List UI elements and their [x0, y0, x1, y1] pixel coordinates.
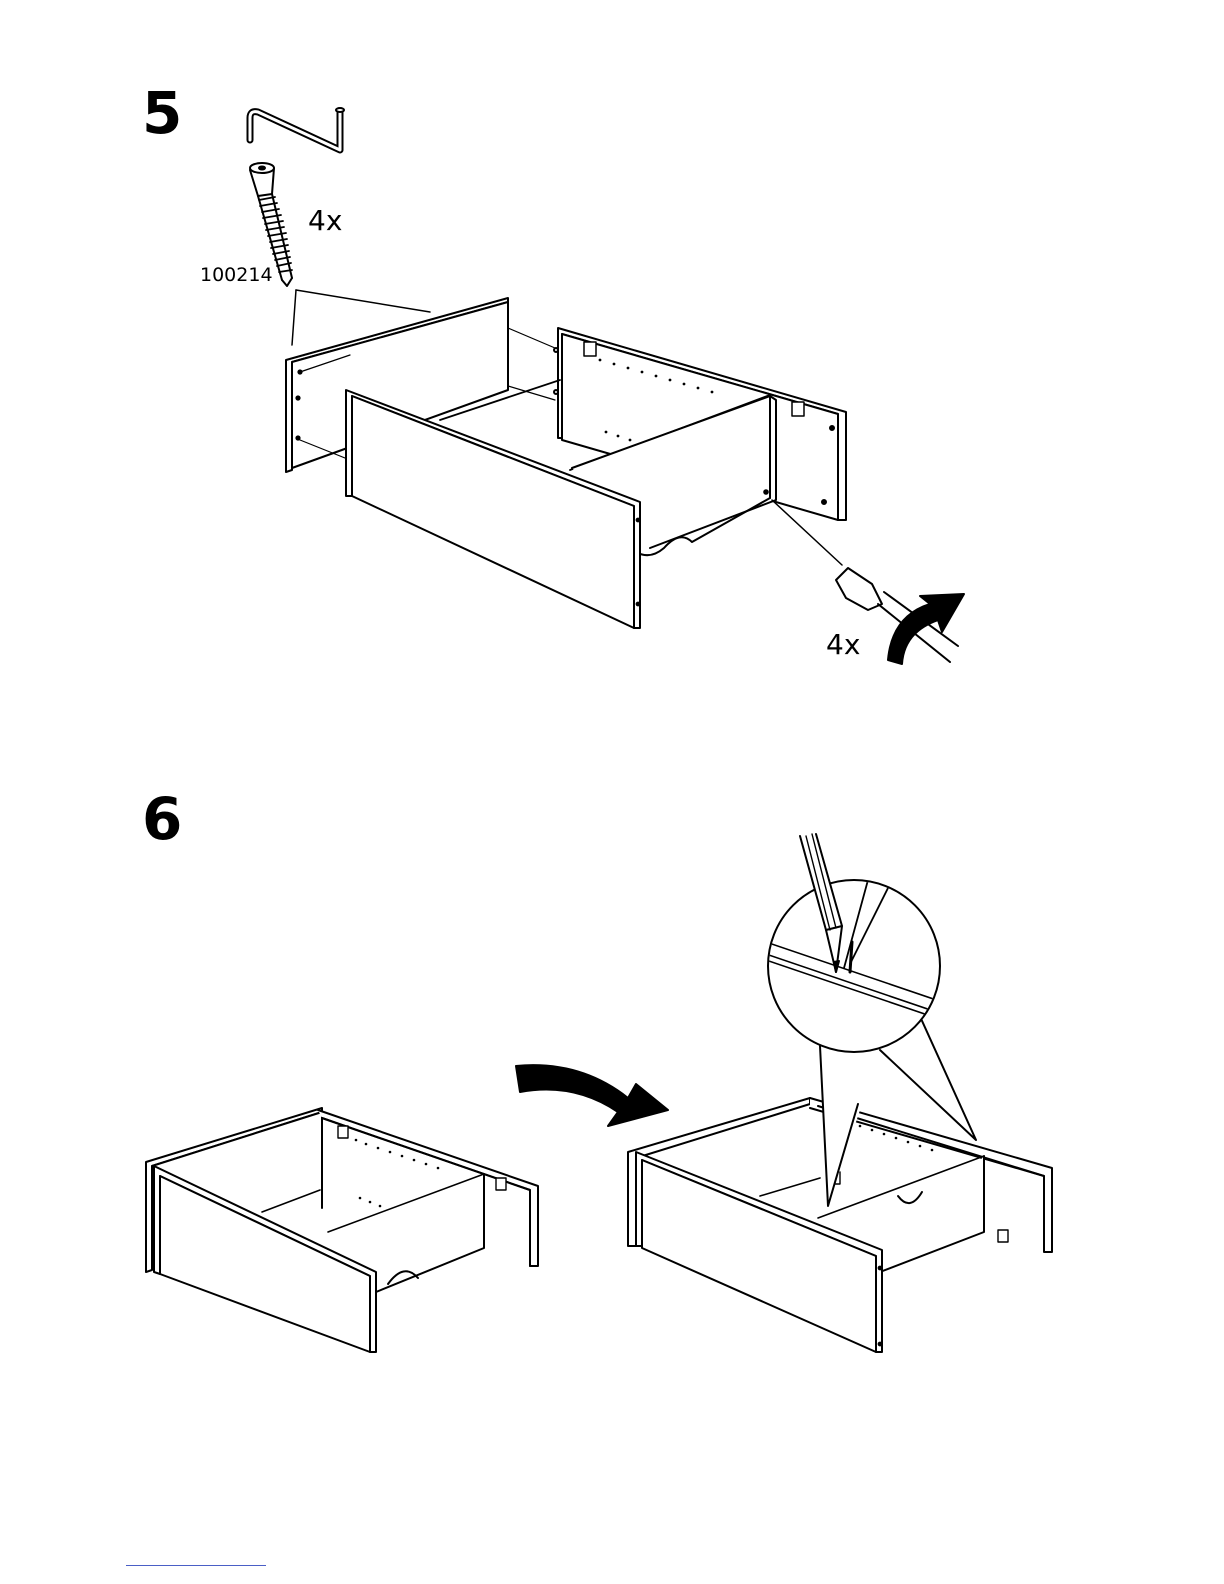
screw-icon	[250, 163, 292, 286]
rotate-arrow-icon	[888, 594, 964, 664]
magnifier-detail-icon	[760, 880, 976, 1206]
drawer-before-flip	[146, 1108, 538, 1352]
step-6-number: 6	[142, 790, 182, 848]
allen-key-icon	[250, 108, 344, 150]
flip-arrow-icon	[516, 1065, 668, 1126]
footer-rule	[126, 1565, 266, 1566]
